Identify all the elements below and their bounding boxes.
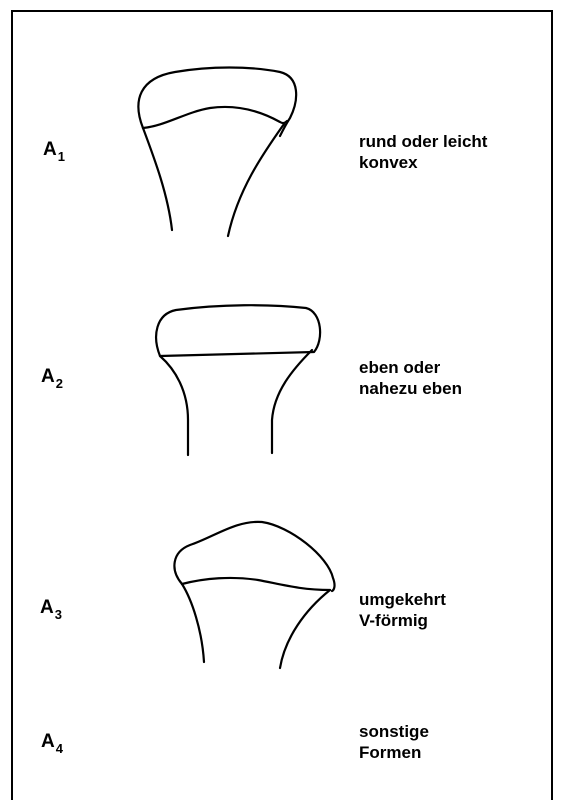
row-letter: A bbox=[41, 731, 55, 752]
description-line: Formen bbox=[359, 742, 429, 763]
bone-outline-a3 bbox=[174, 522, 334, 668]
row-index: 1 bbox=[58, 149, 65, 164]
row-description-a2: eben oder nahezu eben bbox=[359, 357, 462, 399]
description-line: V-förmig bbox=[359, 610, 446, 631]
row-description-a1: rund oder leicht konvex bbox=[359, 131, 487, 173]
description-line: umgekehrt bbox=[359, 589, 446, 610]
description-line: konvex bbox=[359, 152, 487, 173]
row-index: 3 bbox=[55, 607, 62, 622]
row-letter: A bbox=[41, 366, 55, 387]
row-description-a4: sonstige Formen bbox=[359, 721, 429, 763]
bone-outline-a2 bbox=[156, 305, 320, 455]
row-letter: A bbox=[40, 597, 54, 618]
row-label-a4: A4 bbox=[41, 731, 63, 756]
description-line: eben oder bbox=[359, 357, 462, 378]
row-letter: A bbox=[43, 139, 57, 160]
row-description-a3: umgekehrt V-förmig bbox=[359, 589, 446, 631]
row-label-a3: A3 bbox=[40, 597, 62, 622]
bone-outline-a1 bbox=[138, 68, 296, 237]
description-line: rund oder leicht bbox=[359, 131, 487, 152]
row-index: 2 bbox=[56, 376, 63, 391]
description-line: sonstige bbox=[359, 721, 429, 742]
row-label-a2: A2 bbox=[41, 366, 63, 391]
row-label-a1: A1 bbox=[43, 139, 65, 164]
description-line: nahezu eben bbox=[359, 378, 462, 399]
row-index: 4 bbox=[56, 741, 63, 756]
